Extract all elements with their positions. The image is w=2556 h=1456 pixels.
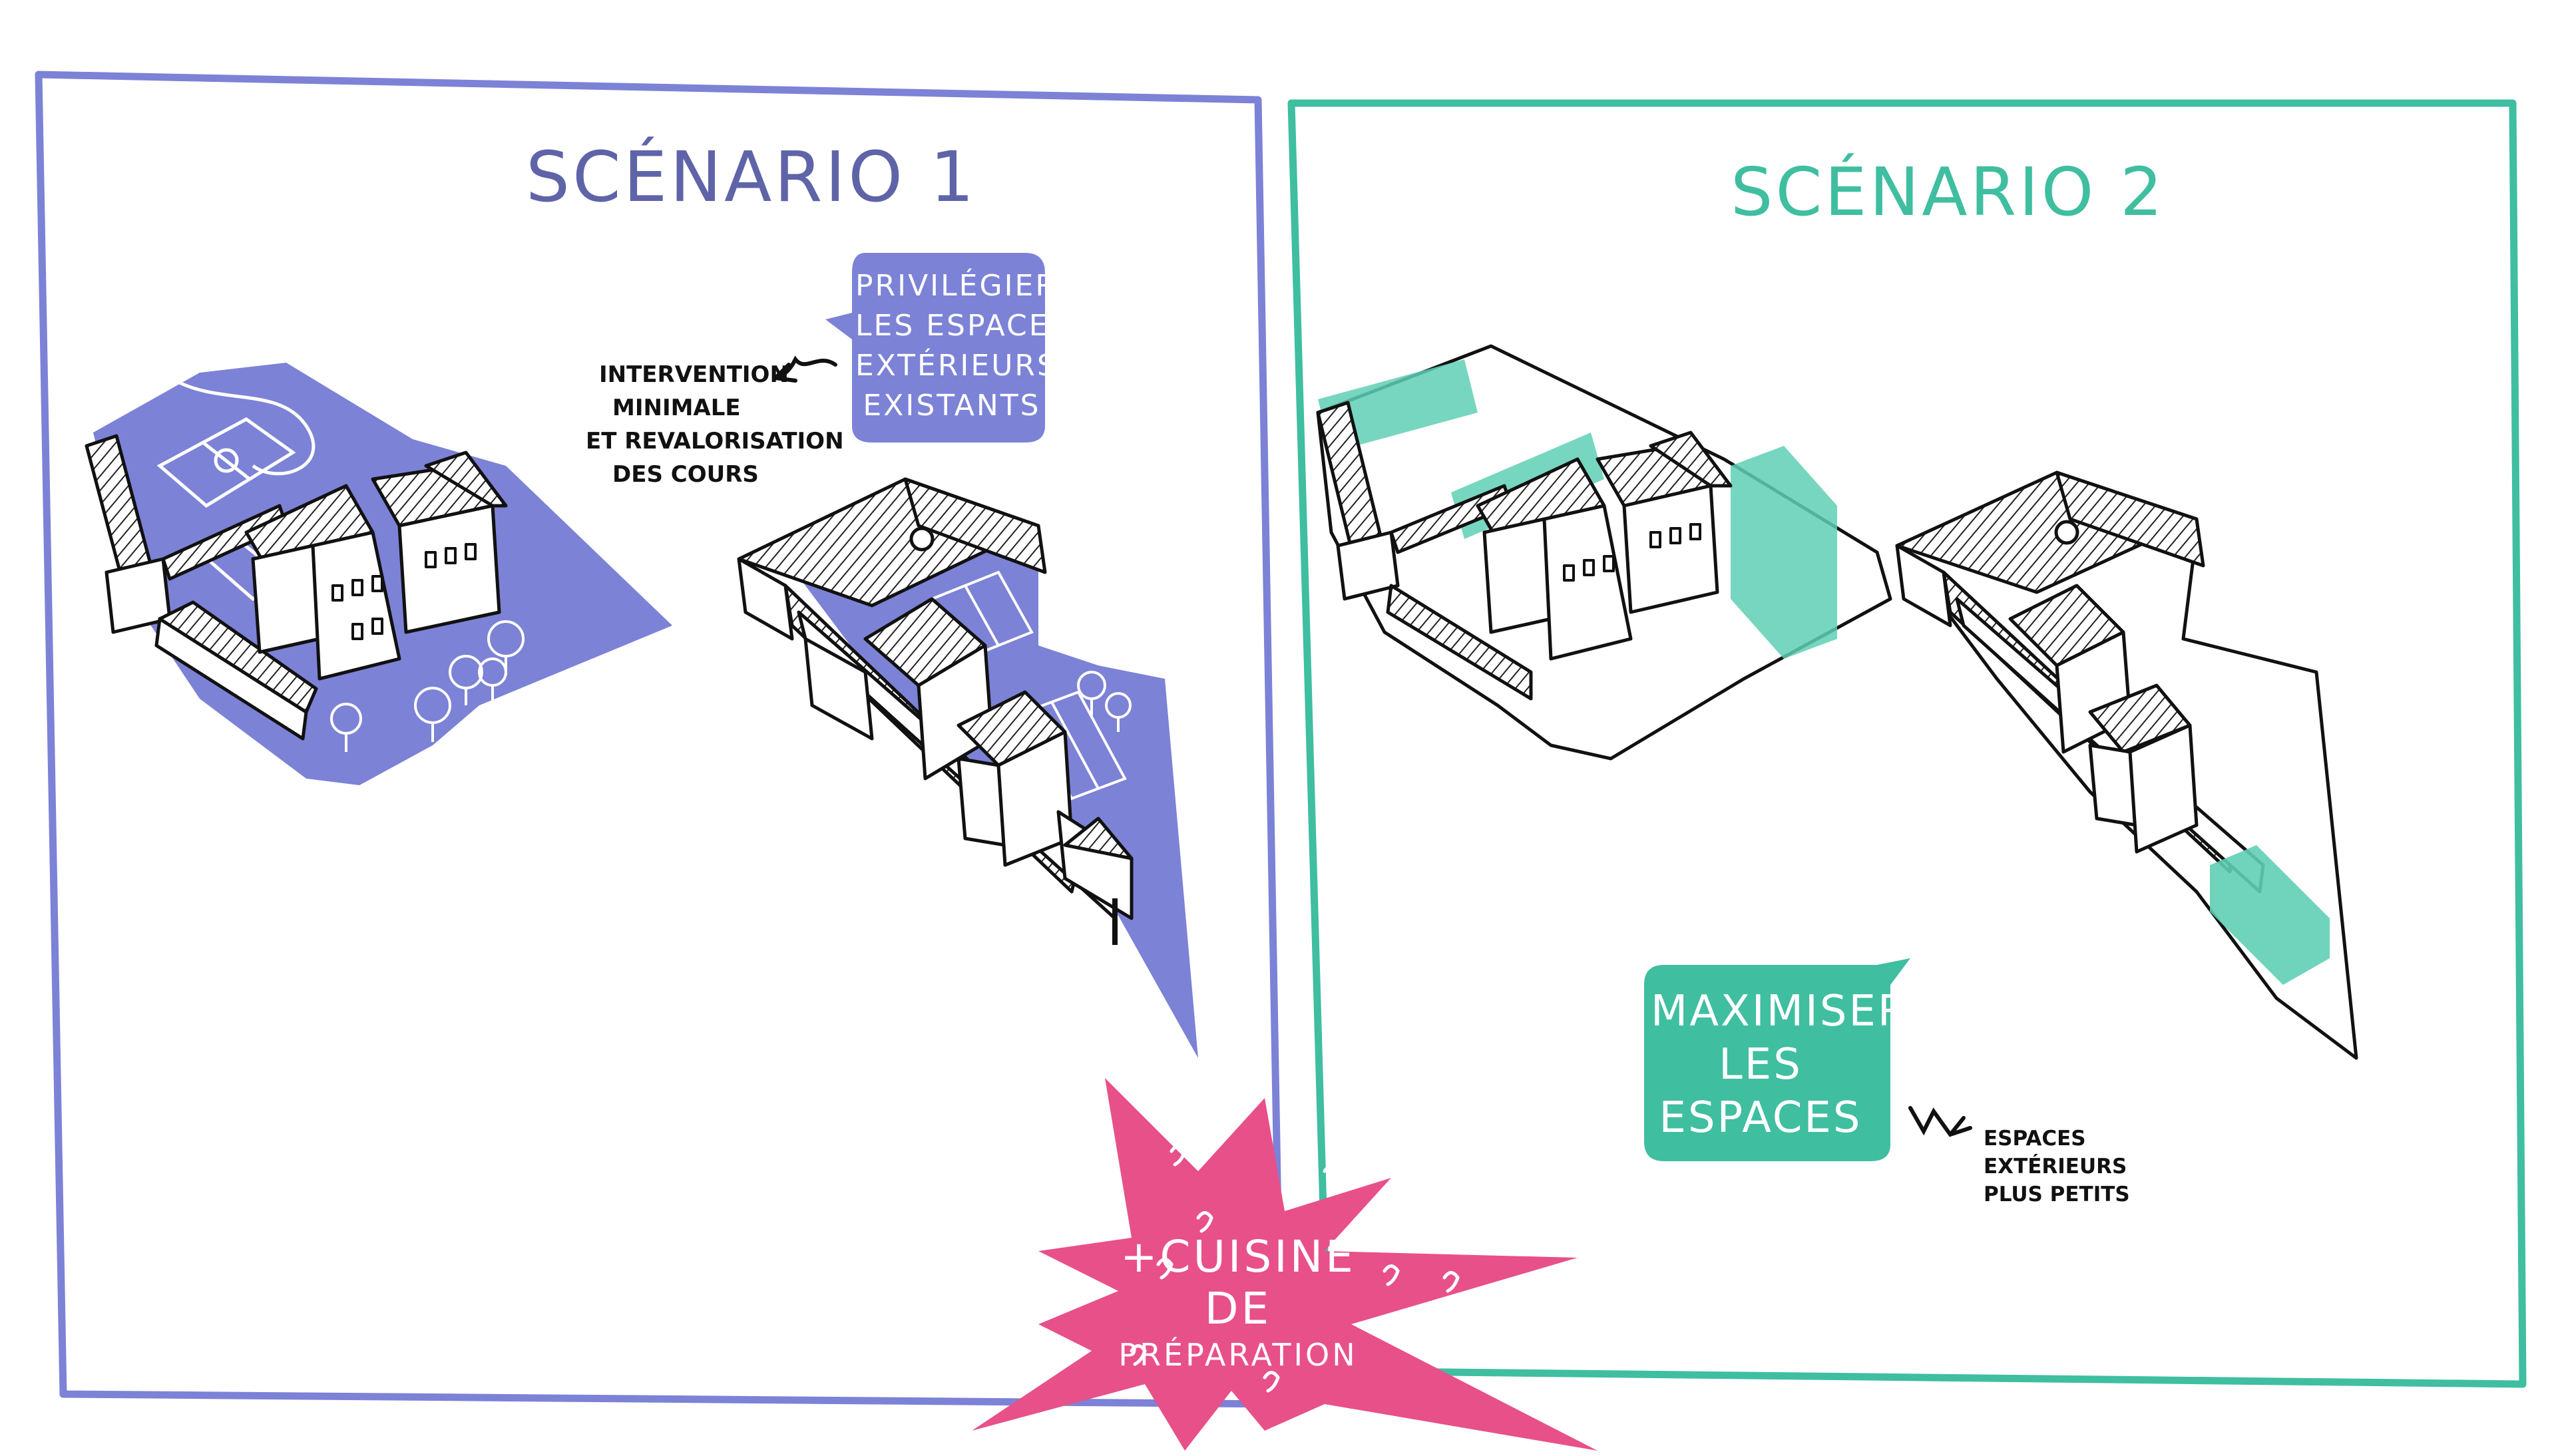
s1-note-arrow — [773, 355, 837, 383]
kitchen-burst-text: +CUISINE DE PRÉPARATION — [1118, 1231, 1358, 1373]
s1-right-buildings — [737, 477, 1134, 945]
scenario2-bubble-text: MAXIMISER LES ESPACES — [1651, 987, 1910, 1143]
burst-question-marks — [1130, 1145, 1460, 1393]
s2-speech-bubble — [1644, 958, 1910, 1161]
scenario1-title: SCÉNARIO 1 — [526, 136, 977, 218]
scenario2-frame — [1287, 99, 2527, 1388]
scenario1-note: INTERVENTION MINIMALE ET REVALORISATION … — [586, 361, 844, 488]
scenario2-note: ESPACES EXTÉRIEURS PLUS PETITS — [1984, 1127, 2130, 1206]
kitchen-burst — [972, 1078, 1598, 1451]
s2-note-arrow — [1908, 1106, 1972, 1137]
s2-left-buildings — [1316, 401, 1733, 701]
s2-right-buildings — [1895, 470, 2265, 894]
s1-speech-bubble — [825, 253, 1045, 443]
s2-right-new-volume — [2210, 845, 2330, 985]
scenario1-bubble-text: PRIVILÉGIER LES ESPACES EXTÉRIEURS EXIST… — [855, 269, 1070, 423]
scenario2-title: SCÉNARIO 2 — [1731, 153, 2165, 231]
s1-trees — [330, 620, 525, 752]
s1-left-buildings — [85, 434, 508, 741]
